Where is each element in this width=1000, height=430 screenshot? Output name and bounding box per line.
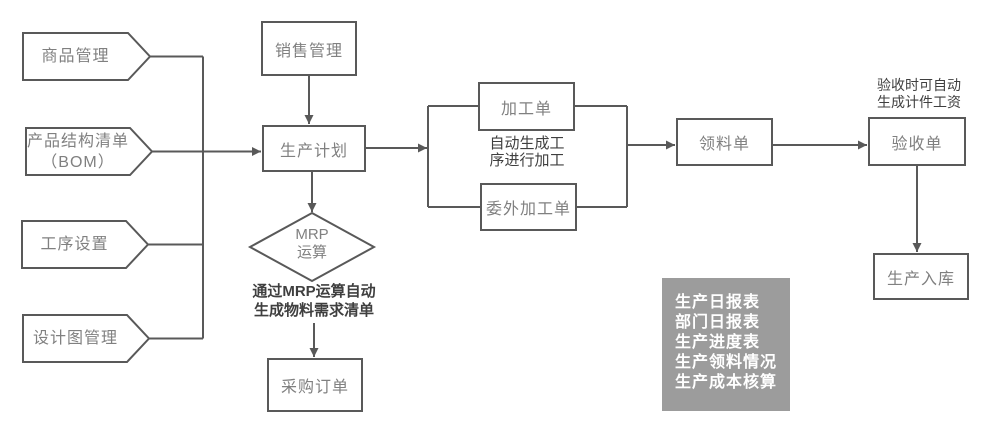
input-label-text: 产品结构清单 bbox=[26, 132, 129, 150]
mrp-diamond-label: MRP 运算 bbox=[250, 226, 374, 262]
mrp-label-line1: MRP bbox=[295, 226, 329, 243]
input-label-text: 商品管理 bbox=[41, 48, 110, 65]
node-outsourced-processing-order: 委外加工单 bbox=[480, 183, 577, 231]
mrp-annotation: 通过MRP运算自动 生成物料需求清单 bbox=[224, 282, 404, 320]
node-material-requisition: 领料单 bbox=[676, 118, 773, 166]
report-item-material-status: 生产领料情况 bbox=[675, 354, 778, 371]
acceptance-annotation-line2: 生成计件工资 bbox=[877, 94, 961, 110]
mrp-annotation-line2: 生成物料需求清单 bbox=[253, 302, 374, 319]
node-sales-management: 销售管理 bbox=[261, 21, 357, 76]
mrp-label-line2: 运算 bbox=[296, 244, 327, 261]
input-label-text: 设计图管理 bbox=[32, 330, 118, 347]
input-label-product-management: 商品管理 bbox=[23, 33, 128, 80]
report-item-production-progress: 生产进度表 bbox=[675, 334, 761, 351]
processing-annotation-line2: 序进行加工 bbox=[489, 152, 565, 169]
pentagon-shape-process-setup bbox=[21, 220, 150, 269]
input-label-process-setup: 工序设置 bbox=[22, 221, 127, 268]
report-item-cost-accounting: 生产成本核算 bbox=[675, 374, 778, 391]
pentagon-shape-bom bbox=[25, 127, 154, 176]
acceptance-annotation-line1: 验收时可自动 bbox=[877, 77, 961, 93]
input-label-text: 工序设置 bbox=[40, 236, 109, 253]
pentagon-shape-product-management bbox=[22, 32, 152, 81]
report-item-daily-department: 部门日报表 bbox=[675, 314, 761, 331]
processing-annotation-line1: 自动生成工 bbox=[489, 135, 565, 152]
mrp-annotation-line1: 通过MRP运算自动 bbox=[252, 283, 376, 300]
input-label-bom: 产品结构清单 （BOM） bbox=[26, 128, 130, 175]
input-label-text2: （BOM） bbox=[41, 153, 115, 171]
node-production-plan: 生产计划 bbox=[262, 125, 366, 172]
processing-annotation: 自动生成工 序进行加工 bbox=[467, 135, 587, 169]
node-processing-order: 加工单 bbox=[478, 82, 575, 131]
report-panel: 生产日报表 部门日报表 生产进度表 生产领料情况 生产成本核算 bbox=[662, 278, 790, 411]
mrp-diamond-shape bbox=[247, 211, 377, 283]
node-purchase-order: 采购订单 bbox=[267, 358, 363, 412]
node-acceptance-form: 验收单 bbox=[868, 117, 966, 166]
node-production-warehouse: 生产入库 bbox=[873, 253, 969, 300]
input-label-design-management: 设计图管理 bbox=[23, 315, 128, 362]
report-item-daily-production: 生产日报表 bbox=[675, 294, 761, 311]
acceptance-annotation: 验收时可自动 生成计件工资 bbox=[877, 77, 961, 111]
pentagon-shape-design-management bbox=[22, 314, 151, 363]
